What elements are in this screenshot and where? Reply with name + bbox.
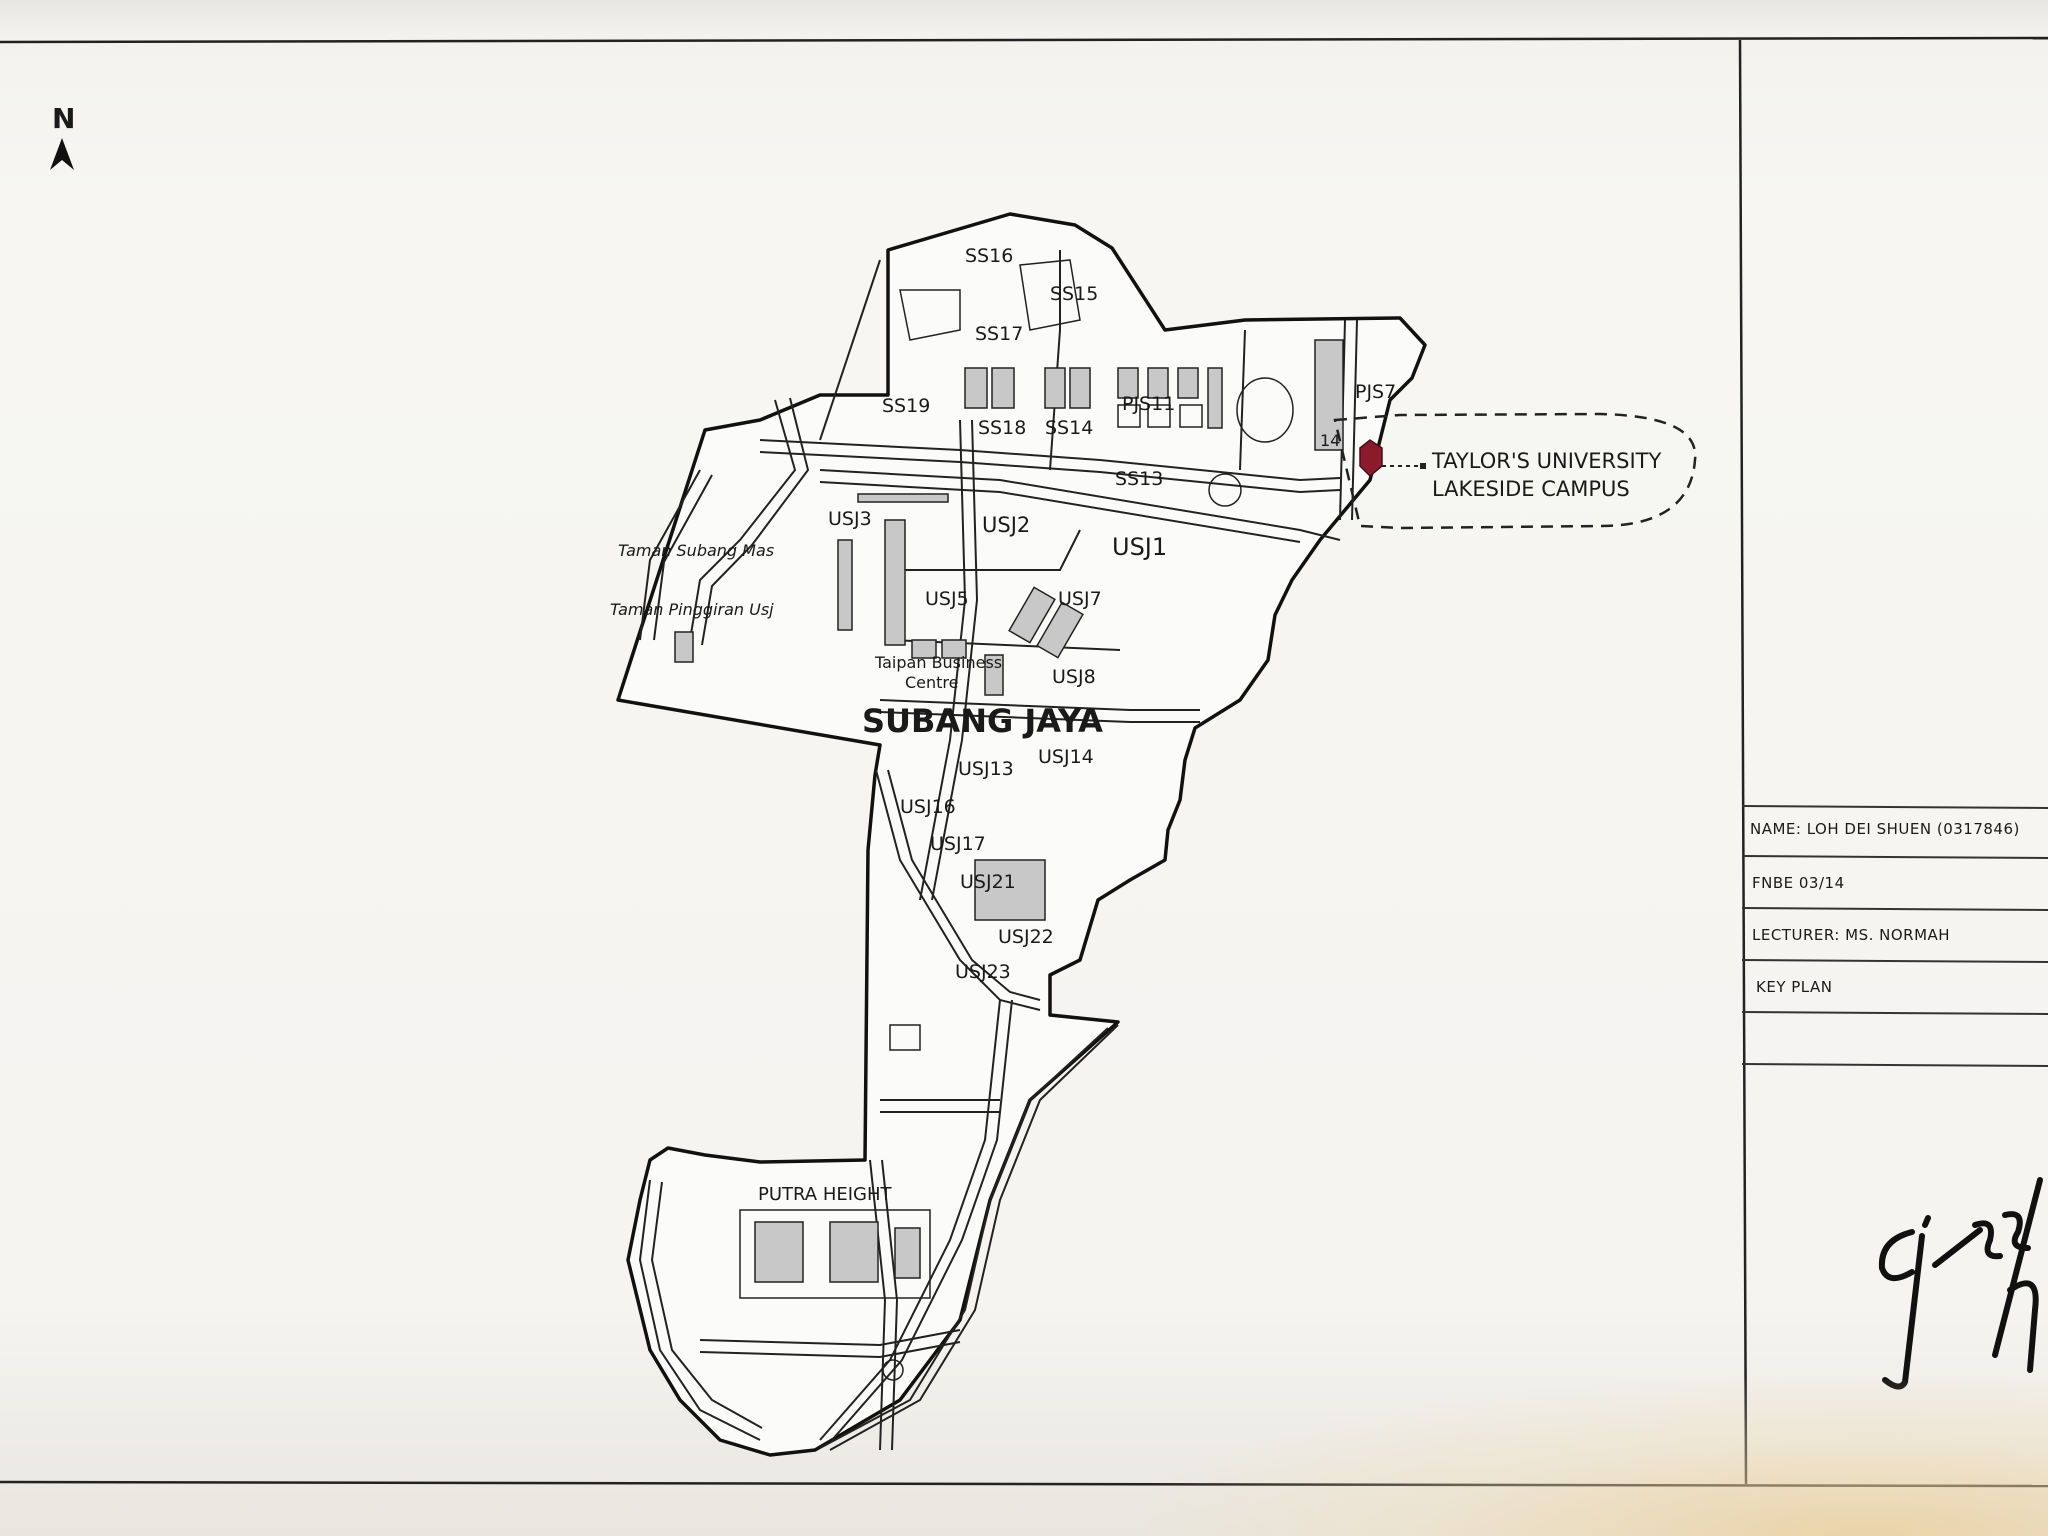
title-block-divider	[1738, 39, 1748, 1485]
bottom-border-line	[0, 1480, 2048, 1488]
label-usj7: USJ7	[1058, 588, 1102, 610]
label-taipan-centre: Centre	[905, 673, 959, 692]
label-ss17: SS17	[975, 323, 1023, 345]
callout-dashed-outline	[1333, 412, 1697, 530]
top-border-line	[0, 36, 2048, 44]
label-usj1: USJ1	[1112, 533, 1167, 561]
region-labels: SS16 SS15 SS17 SS19 SS18 SS14 PJS11 PJS7…	[610, 245, 1396, 1205]
building-blocks	[674, 339, 1344, 1283]
label-ss14: SS14	[1045, 417, 1093, 439]
north-arrow-icon	[50, 138, 74, 170]
label-pjs14: 14	[1320, 431, 1340, 450]
label-putra-height: PUTRA HEIGHT	[758, 1184, 893, 1205]
label-usj5: USJ5	[925, 588, 969, 610]
title-block-key-plan: KEY PLAN	[1756, 978, 1833, 996]
label-usj3: USJ3	[828, 508, 872, 530]
title-block-course: FNBE 03/14	[1752, 874, 1845, 892]
label-usj8: USJ8	[1052, 666, 1096, 688]
label-pjs11: PJS11	[1122, 393, 1175, 415]
label-ss18: SS18	[978, 417, 1026, 439]
signature-mark	[1878, 1177, 2043, 1390]
label-usj2: USJ2	[982, 513, 1030, 537]
campus-callout: TAYLOR'S UNIVERSITY LAKESIDE CAMPUS	[1333, 412, 1697, 530]
label-usj23: USJ23	[955, 961, 1011, 983]
label-subang-jaya: SUBANG JAYA	[862, 702, 1103, 740]
north-arrow: N	[50, 102, 75, 170]
label-usj14: USJ14	[1038, 746, 1094, 768]
label-ss16: SS16	[965, 245, 1013, 267]
road-network	[638, 250, 1358, 1451]
label-usj13: USJ13	[958, 758, 1014, 780]
block-outlines	[739, 259, 1294, 1381]
label-taipan-business: Taipan Business	[874, 653, 1002, 672]
callout-line1: TAYLOR'S UNIVERSITY	[1431, 449, 1661, 473]
label-taman-subang-mas: Taman Subang Mas	[618, 541, 774, 560]
label-ss13: SS13	[1115, 468, 1163, 490]
callout-line2: LAKESIDE CAMPUS	[1432, 477, 1630, 501]
label-usj16: USJ16	[900, 796, 956, 818]
label-usj21: USJ21	[960, 871, 1016, 893]
label-ss19: SS19	[882, 395, 930, 417]
title-block-grid	[1741, 805, 2048, 1067]
title-block-lecturer: LECTURER: MS. NORMAH	[1752, 926, 1951, 944]
north-letter: N	[52, 102, 75, 135]
label-usj22: USJ22	[998, 926, 1054, 948]
district-boundary	[616, 212, 1427, 1457]
title-block-name: NAME: LOH DEI SHUEN (0317846)	[1750, 820, 2020, 838]
label-ss15: SS15	[1050, 283, 1098, 305]
signature	[1878, 1177, 2043, 1390]
label-taman-pinggiran: Taman Pinggiran Usj	[610, 600, 774, 619]
label-pjs7: PJS7	[1355, 381, 1396, 403]
label-usj17: USJ17	[930, 833, 986, 855]
